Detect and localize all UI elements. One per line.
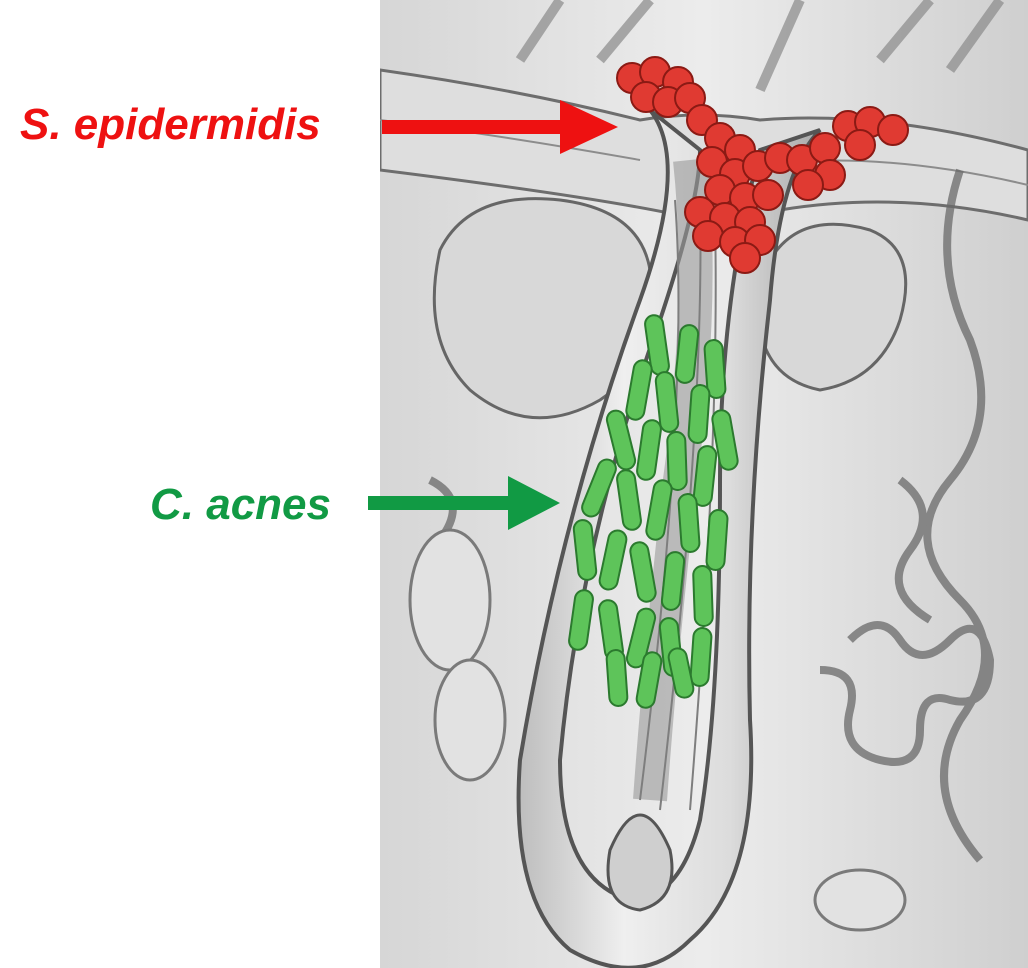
s-epidermidis-label: S. epidermidis — [20, 100, 321, 150]
skin-cross-section — [380, 0, 1028, 968]
c-acnes-label: C. acnes — [150, 480, 331, 530]
